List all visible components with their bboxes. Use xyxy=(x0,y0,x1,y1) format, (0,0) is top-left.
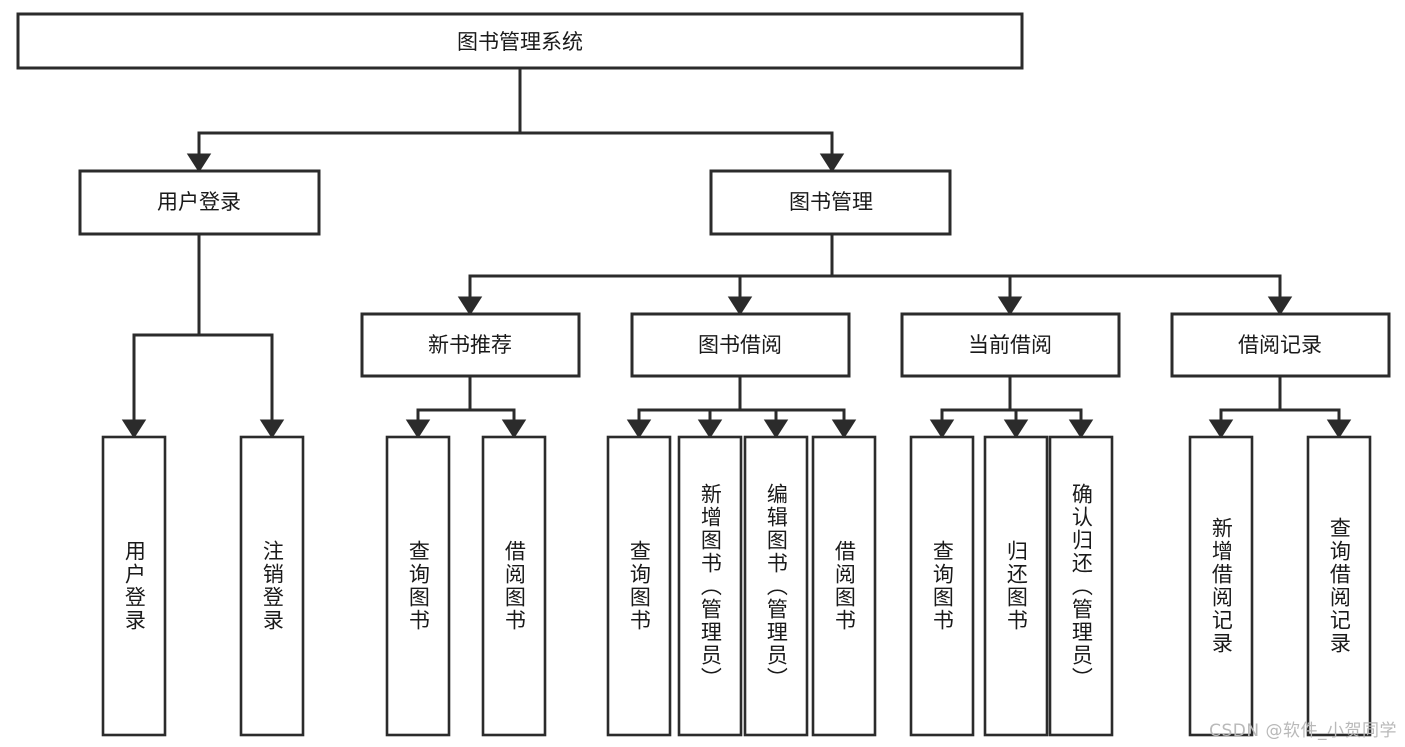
node-book-borrow-box[interactable] xyxy=(630,312,851,378)
node-borrow-record-box[interactable] xyxy=(1170,312,1391,378)
node-current-borrow[interactable]: 当前借阅 xyxy=(900,312,1121,378)
leaf-box-edit-book-admin[interactable] xyxy=(743,435,809,737)
node-root-system-label: 图书管理系统 xyxy=(457,30,583,54)
node-book-borrow[interactable]: 图书借阅 xyxy=(630,312,851,378)
node-current-borrow-label: 当前借阅 xyxy=(968,333,1052,357)
node-root-system[interactable]: 图书管理系统 xyxy=(16,12,1024,70)
leaf-box-borrow-book-newbook[interactable] xyxy=(481,435,547,737)
leaf-box-user-login[interactable] xyxy=(101,435,167,737)
leaf-box-add-borrow-record[interactable] xyxy=(1188,435,1254,737)
connector-book-mgmt-to-level3 xyxy=(457,232,1293,316)
node-user-login[interactable]: 用户登录 xyxy=(78,169,321,236)
node-book-management[interactable]: 图书管理 xyxy=(709,169,952,236)
connector-root-to-level2 xyxy=(186,66,845,173)
csdn-watermark: CSDN @软件_小贺同学 xyxy=(1209,721,1397,741)
leaf-box-query-book-current[interactable] xyxy=(909,435,975,737)
node-root-system-box[interactable] xyxy=(16,12,1024,70)
node-user-login-box[interactable] xyxy=(78,169,321,236)
leaf-box-confirm-return-admin[interactable] xyxy=(1048,435,1114,737)
connector-book-borrow-to-leaves xyxy=(626,374,857,439)
node-borrow-record-label: 借阅记录 xyxy=(1238,333,1322,357)
leaf-box-logout[interactable] xyxy=(239,435,305,737)
leaf-box-add-book-admin[interactable] xyxy=(677,435,743,737)
node-borrow-record[interactable]: 借阅记录 xyxy=(1170,312,1391,378)
leaf-box-borrow-book[interactable] xyxy=(811,435,877,737)
leaf-box-query-book-borrow[interactable] xyxy=(606,435,672,737)
node-book-borrow-label: 图书借阅 xyxy=(698,333,782,357)
node-user-login-label: 用户登录 xyxy=(157,190,241,214)
leaf-boxes xyxy=(101,435,1372,737)
node-new-book-recommend[interactable]: 新书推荐 xyxy=(360,312,581,378)
leaf-box-query-book-newbook[interactable] xyxy=(385,435,451,737)
connector-current-borrow-to-leaves xyxy=(929,374,1094,439)
leaf-box-query-borrow-record[interactable] xyxy=(1306,435,1372,737)
node-new-book-recommend-label: 新书推荐 xyxy=(428,333,512,357)
node-book-management-label: 图书管理 xyxy=(789,190,873,214)
node-current-borrow-box[interactable] xyxy=(900,312,1121,378)
connector-new-book-to-leaves xyxy=(405,374,527,439)
node-new-book-recommend-box[interactable] xyxy=(360,312,581,378)
connector-borrow-record-to-leaves xyxy=(1208,374,1352,439)
leaf-box-return-book[interactable] xyxy=(983,435,1049,737)
connector-user-login-to-leaves xyxy=(121,232,285,439)
node-book-management-box[interactable] xyxy=(709,169,952,236)
